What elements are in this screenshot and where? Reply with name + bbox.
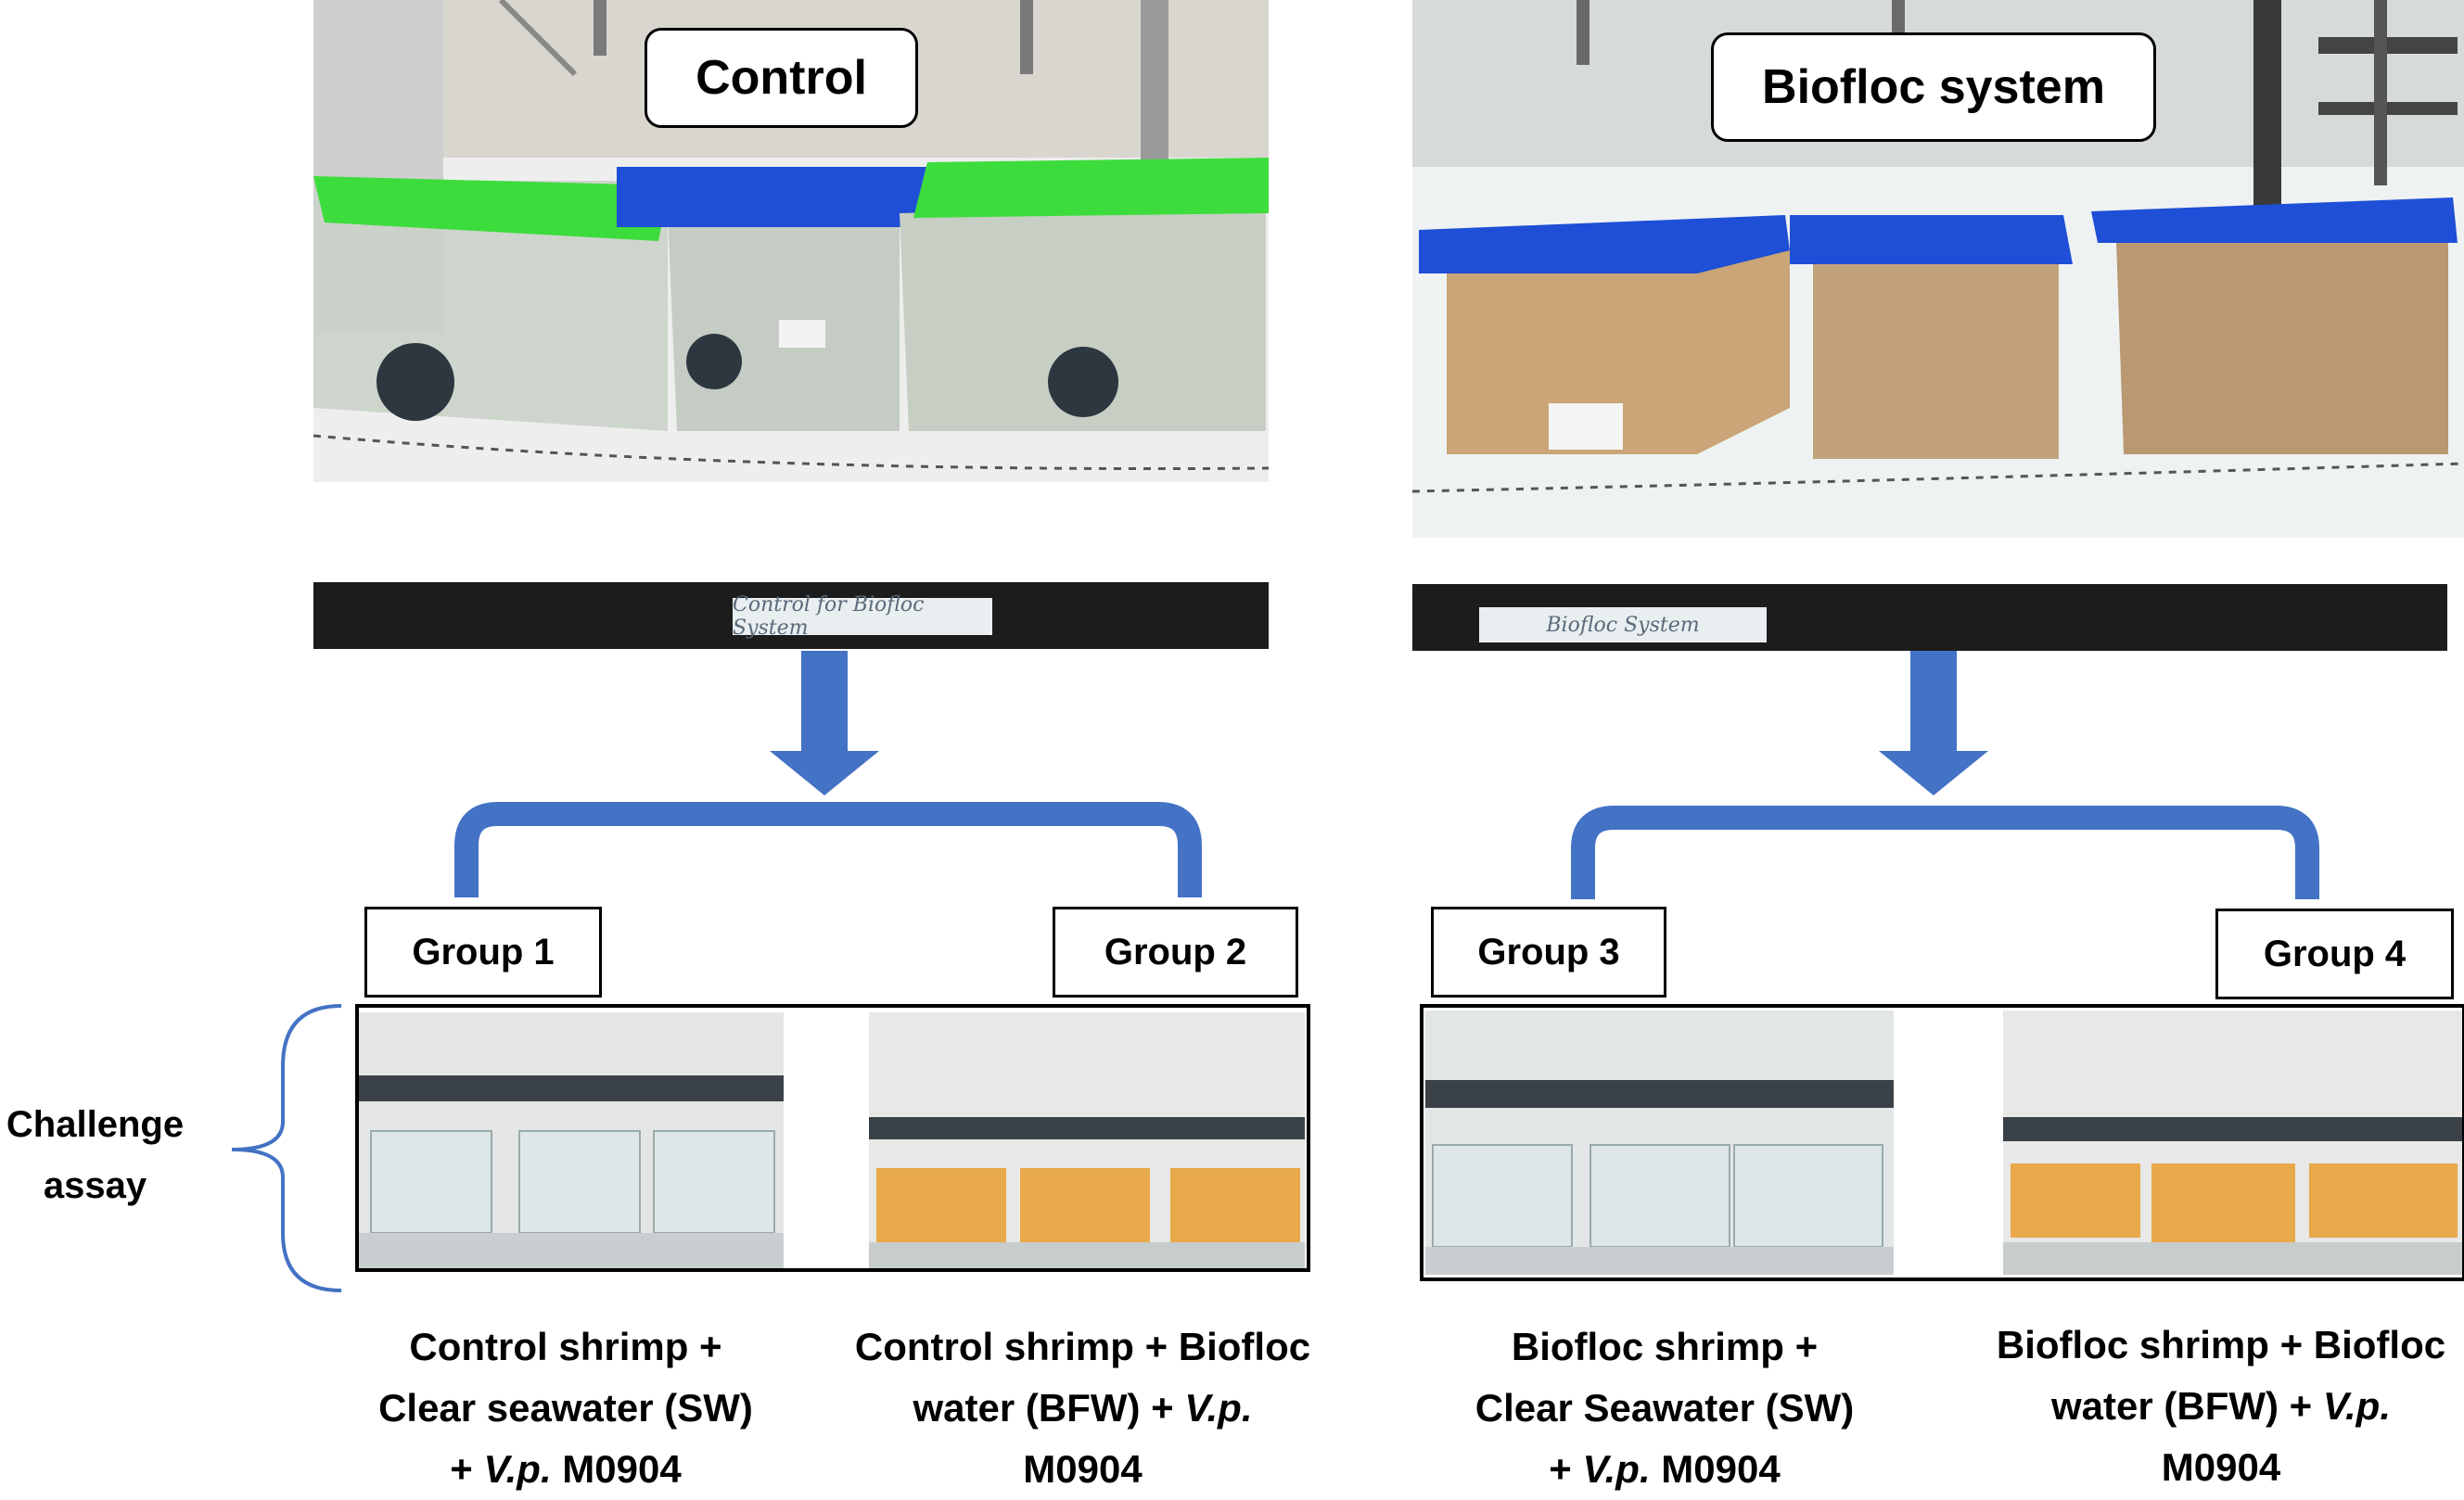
caption-3-line3: + V.p. M0904 xyxy=(1549,1447,1781,1491)
arrow-biofloc-down xyxy=(1879,651,1988,795)
challenge-assay-line1: Challenge xyxy=(6,1104,185,1145)
bracket-control xyxy=(454,802,1202,897)
caption-3-line2: Clear Seawater (SW) xyxy=(1475,1386,1855,1430)
arrow-control-down xyxy=(770,651,879,795)
group-4-label: Group 4 xyxy=(2215,909,2454,999)
caption-group-4: Biofloc shrimp + Biofloc water (BFW) + V… xyxy=(1971,1315,2464,1498)
caption-4-line2: water (BFW) + V.p. xyxy=(2050,1384,2391,1428)
challenge-brace xyxy=(231,1004,342,1292)
caption-4-line3: M0904 xyxy=(2161,1445,2281,1489)
caption-2-line1: Control shrimp + Biofloc xyxy=(854,1325,1311,1368)
caption-4-line1: Biofloc shrimp + Biofloc xyxy=(1996,1323,2446,1367)
photo-group-3 xyxy=(1425,1011,1894,1275)
group-3-label: Group 3 xyxy=(1431,907,1666,998)
caption-3-line1: Biofloc shrimp + xyxy=(1511,1325,1819,1368)
caption-2-line3: M0904 xyxy=(1023,1447,1143,1491)
challenge-assay-line2: assay xyxy=(43,1165,147,1206)
photo-group-4 xyxy=(2003,1011,2462,1275)
group-2-label: Group 2 xyxy=(1053,907,1298,998)
photo-group-2 xyxy=(869,1012,1305,1268)
bracket-biofloc xyxy=(1571,806,2319,899)
caption-1-line1: Control shrimp + xyxy=(409,1325,722,1368)
tape-label-control: Control for Biofloc System xyxy=(733,593,992,640)
group-1-label: Group 1 xyxy=(364,907,602,998)
caption-2-line2: water (BFW) + V.p. xyxy=(913,1386,1253,1430)
caption-group-3: Biofloc shrimp + Clear Seawater (SW) + V… xyxy=(1433,1316,1896,1500)
caption-group-1: Control shrimp + Clear seawater (SW) + V… xyxy=(343,1316,788,1500)
caption-1-line2: Clear seawater (SW) xyxy=(378,1386,753,1430)
tape-label-biofloc: Biofloc System xyxy=(1479,607,1767,642)
caption-1-line3: + V.p. M0904 xyxy=(450,1447,682,1491)
caption-group-2: Control shrimp + Biofloc water (BFW) + V… xyxy=(830,1316,1335,1500)
control-label: Control xyxy=(645,28,918,128)
challenge-assay-label: Challenge assay xyxy=(0,1094,190,1216)
biofloc-system-label: Biofloc system xyxy=(1711,32,2156,142)
photo-group-1 xyxy=(359,1012,784,1268)
